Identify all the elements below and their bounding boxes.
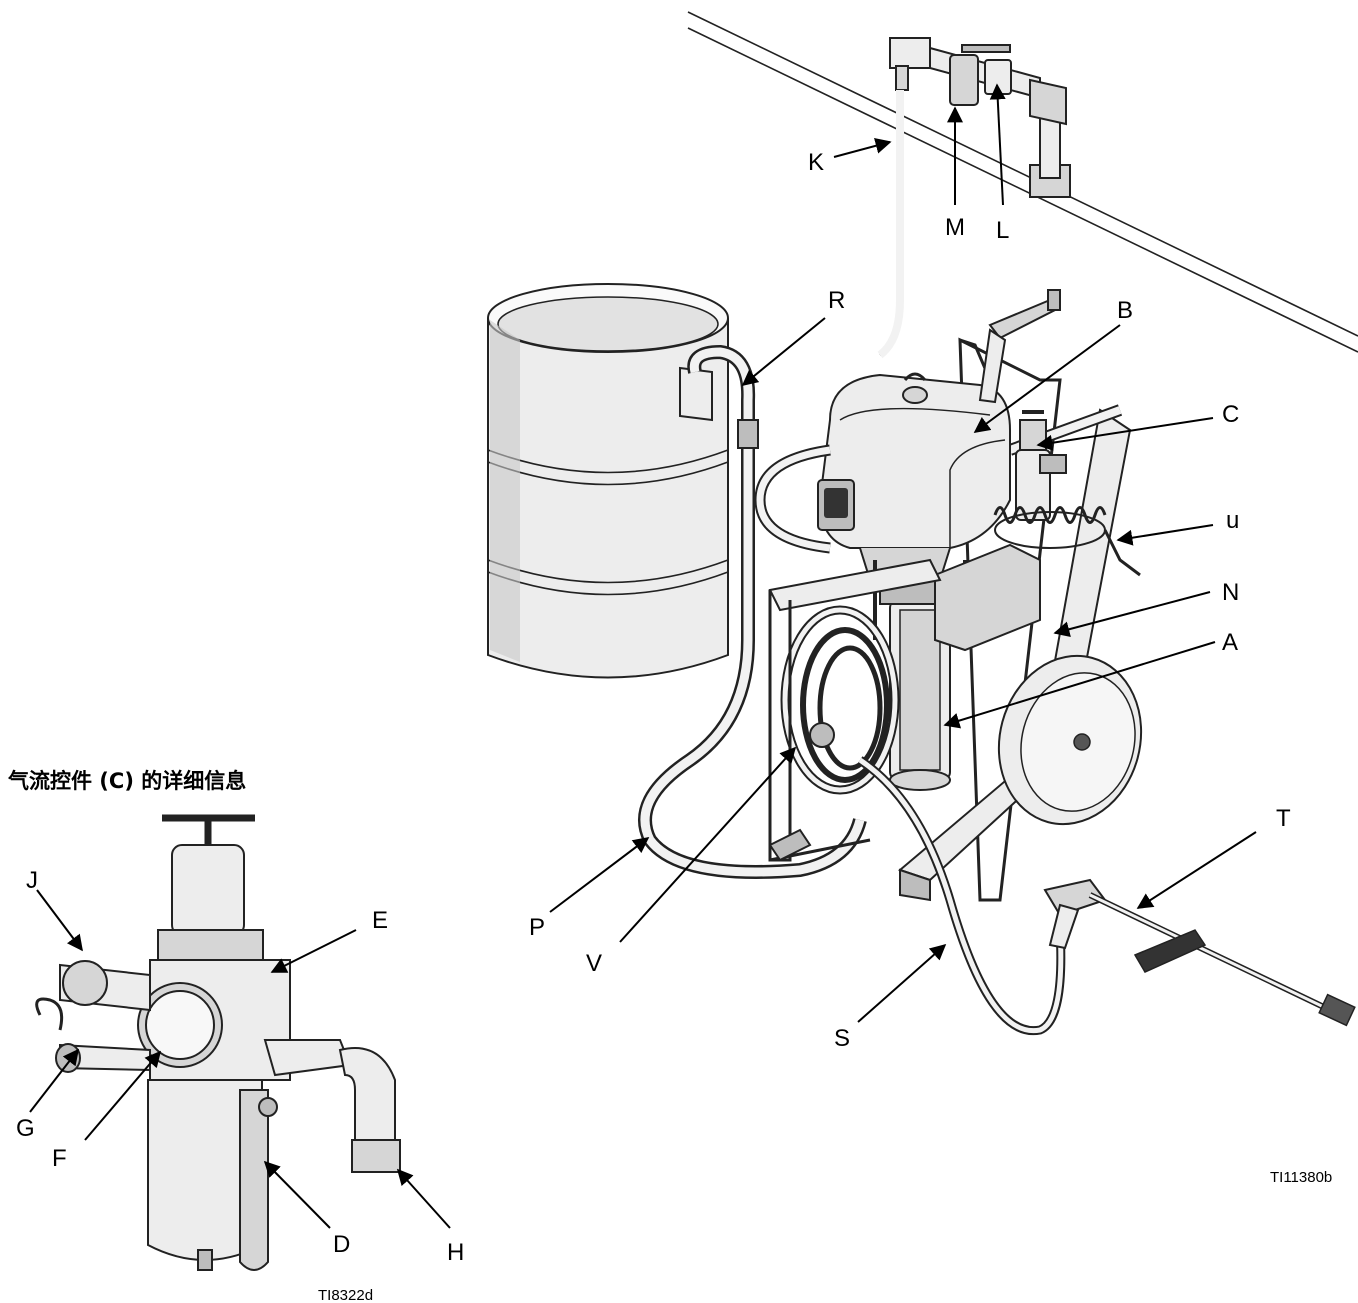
material-drum [487, 283, 729, 679]
leader-f [84, 1050, 162, 1141]
label-d: D [333, 1231, 350, 1258]
label-a: A [1222, 629, 1238, 656]
leader-g [29, 1048, 79, 1113]
label-g: G [16, 1115, 35, 1142]
callout-labels: K M L R B C u N A T S P V E J G F D H [16, 149, 1291, 1266]
leader-c [1036, 417, 1214, 451]
air-hose-k [877, 90, 904, 359]
label-t: T [1276, 805, 1291, 832]
label-n: N [1222, 579, 1239, 606]
leader-e [270, 929, 357, 973]
label-b: B [1117, 297, 1133, 324]
air-supply-pipe [687, 11, 1358, 353]
air-motor-b [817, 372, 1011, 581]
motor-loop-hose [754, 444, 831, 554]
pump-lower-a [873, 560, 967, 791]
detail-title: 气流控件 (C) 的详细信息 [7, 769, 246, 793]
leader-v [619, 746, 797, 943]
label-u: u [1226, 507, 1239, 534]
label-m: M [945, 214, 965, 241]
label-j: J [26, 867, 38, 894]
holstered-gun [978, 289, 1061, 404]
leader-r [741, 317, 826, 387]
leader-a [943, 641, 1216, 729]
leader-s [857, 943, 947, 1023]
leader-t [1136, 831, 1257, 909]
air-control-detail [35, 814, 401, 1271]
label-e: E [372, 907, 388, 934]
label-f: F [52, 1145, 67, 1172]
leader-l [989, 83, 1006, 206]
leader-p [549, 837, 650, 913]
main-figure-code: TI11380b [1270, 1169, 1332, 1186]
leader-k [833, 137, 892, 158]
leader-h [396, 1168, 451, 1229]
leader-b [973, 324, 1121, 433]
label-h: H [447, 1239, 464, 1266]
callout-leaders [29, 83, 1257, 1229]
leader-d [263, 1160, 331, 1229]
detail-figure-code: TI8322d [318, 1287, 373, 1303]
fluid-hose-s [857, 756, 1066, 1036]
label-p: P [529, 914, 545, 941]
air-branch-fittings [889, 37, 1067, 179]
label-c: C [1222, 401, 1239, 428]
leader-n [1053, 591, 1211, 638]
suction-hose [638, 344, 867, 879]
label-s: S [834, 1025, 850, 1052]
air-control-c-main [1015, 410, 1067, 521]
label-l: L [996, 217, 1009, 244]
pump-mount-bracket [934, 543, 1041, 652]
label-v: V [586, 950, 602, 977]
leader-j [36, 889, 83, 952]
label-k: K [808, 149, 824, 176]
label-r: R [828, 287, 845, 314]
spray-gun-t [1043, 878, 1356, 1027]
leader-u [1116, 524, 1214, 546]
coil-air-hose-u [993, 506, 1141, 577]
hose-rack-v [768, 558, 942, 862]
